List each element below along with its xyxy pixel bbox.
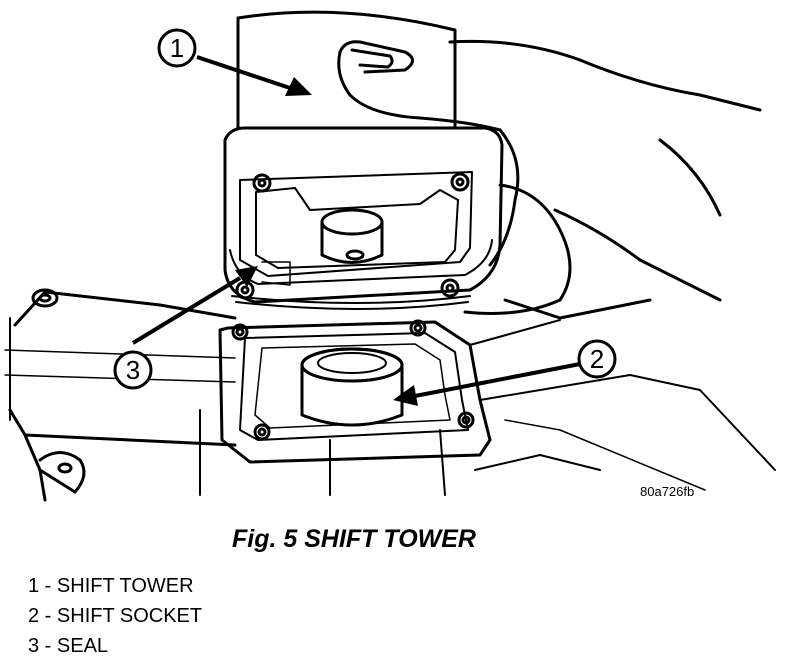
legend-label: SEAL — [56, 635, 109, 657]
legend-number: 1 — [28, 575, 40, 597]
figure-caption: Fig. 5 SHIFT TOWER — [232, 525, 476, 553]
arrow-2 — [393, 362, 581, 406]
legend-label: SHIFT SOCKET — [56, 605, 203, 627]
callout-number: 1 — [170, 33, 184, 63]
mounting-flange — [218, 319, 492, 464]
seal — [231, 295, 471, 310]
callout-3: 3 — [113, 350, 153, 390]
shift-tower-housing — [223, 10, 504, 304]
legend-item: 3 - SEAL — [28, 631, 202, 661]
legend-number: 2 — [28, 605, 40, 627]
shift-tower-illustration: 1 2 3 80a726fb — [4, 10, 776, 502]
arrow-1 — [196, 55, 312, 96]
callout-1: 1 — [157, 28, 197, 68]
legend-label: SHIFT TOWER — [56, 575, 194, 597]
legend: 1 - SHIFT TOWER 2 - SHIFT SOCKET 3 - SEA… — [28, 571, 202, 661]
callout-number: 3 — [126, 355, 140, 385]
legend-separator: - — [39, 635, 57, 657]
leader-arrows — [131, 55, 581, 406]
legend-separator: - — [39, 605, 57, 627]
callout-number: 2 — [590, 344, 604, 374]
hand — [337, 39, 762, 320]
legend-number: 3 — [28, 635, 40, 657]
figure-code: 80a726fb — [640, 484, 694, 499]
arrow-3 — [131, 266, 258, 345]
shift-socket — [300, 347, 404, 427]
legend-item: 1 - SHIFT TOWER — [28, 571, 202, 601]
legend-item: 2 - SHIFT SOCKET — [28, 601, 202, 631]
callout-2: 2 — [577, 339, 617, 379]
legend-separator: - — [39, 575, 57, 597]
transmission-case — [4, 288, 776, 502]
